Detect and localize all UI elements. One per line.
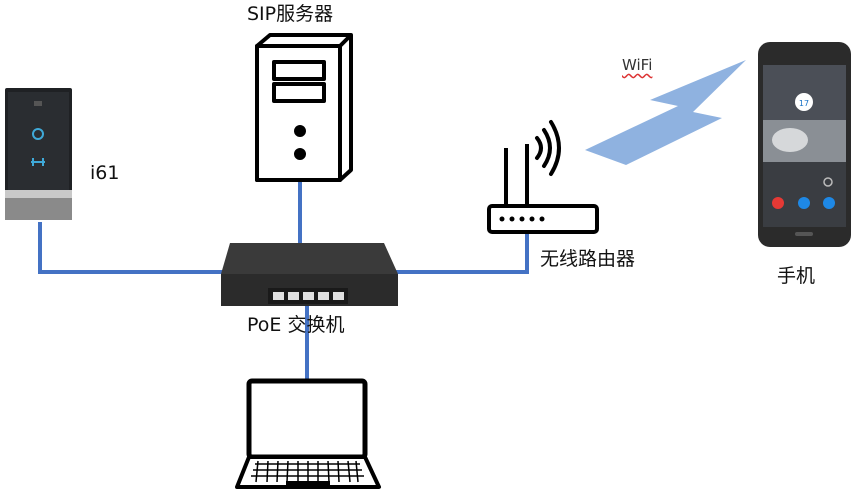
wireless-router-icon <box>487 144 599 234</box>
server-icon <box>255 33 353 182</box>
wifi-label: WiFi <box>622 56 653 74</box>
intercom-device-icon <box>5 88 72 220</box>
switch-label: PoE 交换机 <box>247 314 345 336</box>
network-links <box>38 180 529 381</box>
device-label: i61 <box>90 162 120 184</box>
phone-label: 手机 <box>777 265 816 287</box>
smartphone-icon: 17 <box>758 42 851 247</box>
sip-server-label: SIP服务器 <box>247 3 334 25</box>
link-switch-router <box>392 232 529 274</box>
signal-waves-icon <box>535 120 561 176</box>
laptop-icon <box>235 378 381 489</box>
wifi-beam-icon <box>585 60 746 165</box>
router-label: 无线路由器 <box>540 248 636 270</box>
poe-switch-icon <box>221 243 398 306</box>
link-device-switch <box>38 222 225 274</box>
svg-text:17: 17 <box>799 99 809 108</box>
